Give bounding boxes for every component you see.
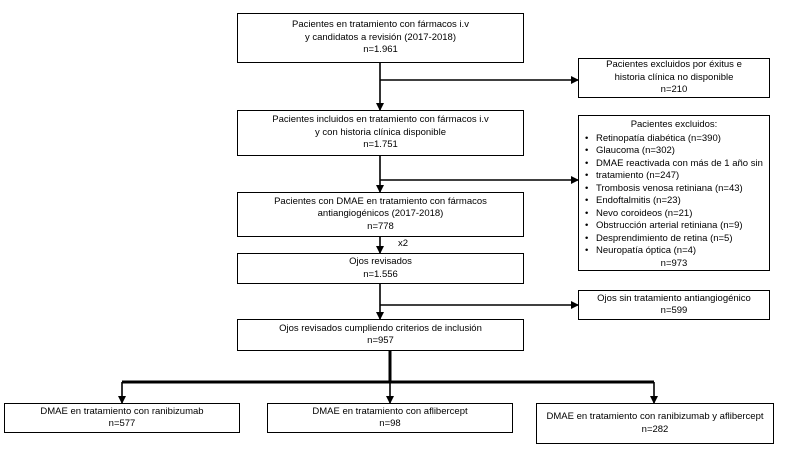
label-x2: x2 xyxy=(398,238,409,249)
excluded-title: Pacientes excluidos: xyxy=(630,119,718,130)
box-ranibizumab-aflibercept: DMAE en tratamiento con ranibizumab y af… xyxy=(536,403,774,444)
box-excluded-death-line2: historia clínica no disponible xyxy=(614,71,734,83)
excluded-item: Retinopatía diabética (n=390) xyxy=(585,133,769,146)
box-eyes-reviewed-line1: Ojos revisados xyxy=(349,256,412,267)
excluded-item: Neuropatía óptica (n=4) xyxy=(585,245,769,258)
box-excluded-death-line1: Pacientes excluidos por éxitus e xyxy=(606,59,742,71)
box-eyes-reviewed-count: n=1.556 xyxy=(363,268,398,280)
excluded-item-continued: tratamiento (n=247) xyxy=(585,170,769,183)
box-ranibizumab-aflibercept-line1: DMAE en tratamiento con ranibizumab y af… xyxy=(546,411,764,422)
excluded-count: n=973 xyxy=(660,257,688,269)
box-dmae-patients-line2: antiangiogénicos (2017-2018) xyxy=(317,208,444,220)
box-included-patients-count: n=1.751 xyxy=(363,139,398,151)
box-dmae-patients: Pacientes con DMAE en tratamiento con fá… xyxy=(237,192,524,237)
excluded-list: Retinopatía diabética (n=390) Glaucoma (… xyxy=(579,133,769,258)
box-ranibizumab-line1: DMAE en tratamiento con ranibizumab xyxy=(40,405,204,417)
box-initial-patients-count: n=1.961 xyxy=(363,44,398,56)
box-eyes-no-treatment: Ojos sin tratamiento antiangiogénico n=5… xyxy=(578,290,770,320)
box-aflibercept-count: n=98 xyxy=(379,418,401,429)
excluded-item: Desprendimiento de retina (n=5) xyxy=(585,233,769,246)
box-dmae-patients-line1: Pacientes con DMAE en tratamiento con fá… xyxy=(274,195,487,207)
box-excluded-patients: Pacientes excluidos: Retinopatía diabéti… xyxy=(578,115,770,271)
box-included-patients-line2: y con historia clínica disponible xyxy=(315,126,446,138)
box-eyes-no-treatment-line1: Ojos sin tratamiento antiangiogénico xyxy=(597,292,751,304)
box-aflibercept-line1: DMAE en tratamiento con aflibercept xyxy=(312,405,468,417)
box-excluded-death: Pacientes excluidos por éxitus e histori… xyxy=(578,58,770,98)
box-eyes-no-treatment-count: n=599 xyxy=(660,305,688,316)
excluded-item: Glaucoma (n=302) xyxy=(585,145,769,158)
box-eyes-reviewed: Ojos revisados n=1.556 xyxy=(237,253,524,284)
box-aflibercept: DMAE en tratamiento con aflibercept n=98 xyxy=(267,403,513,433)
box-initial-patients-line2: y candidatos a revisión (2017-2018) xyxy=(304,31,457,43)
box-eyes-included: Ojos revisados cumpliendo criterios de i… xyxy=(237,319,524,351)
box-ranibizumab-aflibercept-count: n=282 xyxy=(641,423,669,435)
box-initial-patients: Pacientes en tratamiento con fármacos i.… xyxy=(237,13,524,63)
excluded-item: Trombosis venosa retiniana (n=43) xyxy=(585,183,769,196)
excluded-item: DMAE reactivada con más de 1 año sin xyxy=(585,158,769,171)
box-ranibizumab-count: n=577 xyxy=(108,418,136,429)
box-dmae-patients-count: n=778 xyxy=(367,220,394,232)
box-eyes-included-count: n=957 xyxy=(367,335,394,346)
box-included-patients: Pacientes incluidos en tratamiento con f… xyxy=(237,110,524,156)
box-eyes-included-line1: Ojos revisados cumpliendo criterios de i… xyxy=(279,322,482,334)
box-ranibizumab: DMAE en tratamiento con ranibizumab n=57… xyxy=(4,403,240,433)
box-excluded-death-count: n=210 xyxy=(660,84,688,96)
excluded-item: Obstrucción arterial retiniana (n=9) xyxy=(585,220,769,233)
excluded-item: Endoftalmitis (n=23) xyxy=(585,195,769,208)
box-initial-patients-line1: Pacientes en tratamiento con fármacos i.… xyxy=(292,19,469,31)
excluded-item: Nevo coroideos (n=21) xyxy=(585,208,769,221)
box-included-patients-line1: Pacientes incluidos en tratamiento con f… xyxy=(272,114,489,126)
